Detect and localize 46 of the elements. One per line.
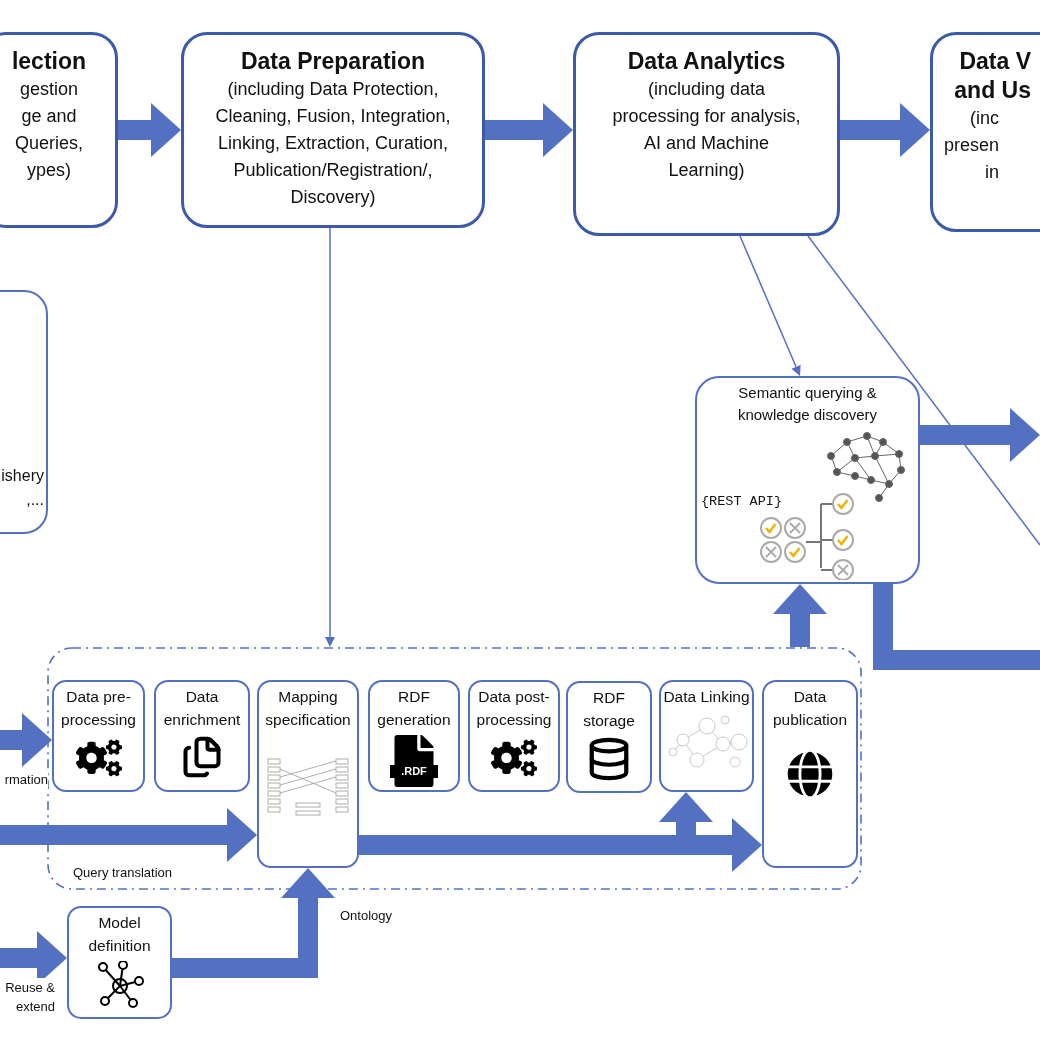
process-box [659, 680, 754, 792]
block-arrow [840, 103, 930, 157]
stage-box [0, 32, 118, 228]
stage-box [181, 32, 485, 228]
block-arrow [172, 868, 335, 978]
arrow [739, 235, 801, 376]
group-label: Query translation [73, 865, 172, 880]
process-box [257, 680, 359, 868]
step-title: Data publication [771, 687, 849, 730]
step-title: RDF storage [582, 688, 636, 731]
process-box [762, 680, 858, 868]
step-title: Data Linking [663, 687, 750, 707]
stage-description: gestion ge and Queries, ypes) [14, 78, 84, 182]
stage-title: Data Analytics [627, 47, 786, 76]
step-title: Data enrichment [162, 687, 242, 730]
step-title: Model definition [87, 913, 152, 956]
file-type-label: .RDF [390, 765, 438, 778]
stage-box [930, 32, 1040, 232]
process-box [368, 680, 460, 792]
block-arrow [920, 408, 1040, 462]
process-box [154, 680, 250, 792]
stage-title: Data Preparation [240, 47, 426, 76]
step-title: Data post-processing [475, 687, 553, 730]
box-title: Semantic querying & knowledge discovery [736, 383, 879, 425]
arrow [325, 227, 335, 647]
api-label: {REST API} [701, 494, 782, 509]
stage-box [573, 32, 840, 236]
block-arrow [0, 808, 257, 862]
process-box [52, 680, 145, 792]
process-box [566, 681, 652, 793]
step-title: Data pre-processing [60, 687, 137, 730]
block-arrow [118, 103, 181, 157]
stage-description: (including Data Protection, Cleaning, Fusion, Integration, Linking, Extraction, Curation, Publication/Registration/, Discovery) [214, 78, 452, 209]
stage-title: lection [11, 47, 87, 76]
process-box [468, 680, 560, 792]
block-arrow [0, 713, 52, 767]
stage-description: (including data processing for analysis, AI and Machine Learning) [611, 78, 802, 182]
stage-description: (inc presen in [942, 107, 999, 184]
step-title: RDF generation [376, 687, 452, 730]
stage-title: Data V and Us [953, 47, 1031, 105]
block-arrow [773, 584, 827, 647]
block-arrow [485, 103, 573, 157]
process-box [67, 906, 172, 1019]
box-text: ishery ,... [0, 466, 44, 510]
process-box [695, 376, 920, 584]
step-title: Mapping specification [264, 687, 352, 730]
